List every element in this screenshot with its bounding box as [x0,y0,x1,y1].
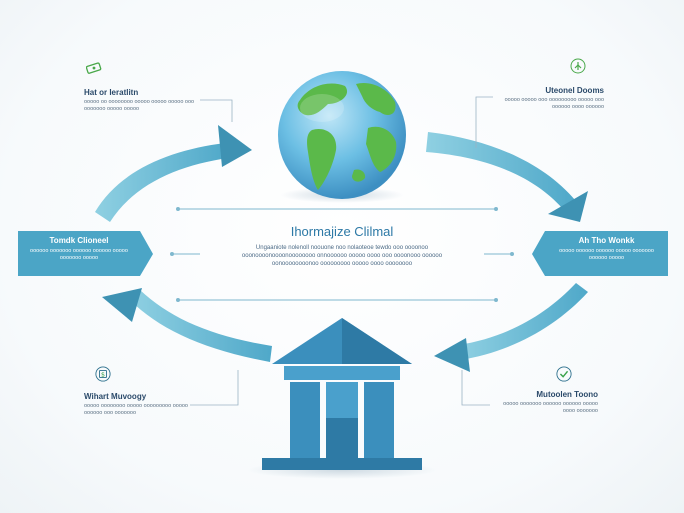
checkmark-icon [556,366,572,382]
left-banner-text: oooooo ooooooo oooooo oooooo ooooo ooooo… [30,248,128,261]
bottom-left-label: Wihart Muvoogy ooooo oooooooo ooooo oooo… [84,392,192,417]
top-left-text: ooooo oo oooooooo ooooo ooooo ooooo ooo … [84,99,195,112]
arrow-top-right [426,132,575,208]
right-banner-title: Ah Tho Wonkk [578,236,635,245]
center-block: Ihormajize Clilmal Ungaaniote nolenoll n… [222,224,462,268]
bottom-right-label: Mutoolen Toono ooooo ooooooo oooooo oooo… [492,390,598,415]
bank-building-icon [262,318,422,470]
tree-icon [570,58,586,74]
arrow-head-top-left [218,125,252,167]
right-banner-text: ooooo oooooo oooooo ooooo ooooooo oooooo… [559,248,654,261]
left-banner-title: Tomdk Clioneel [49,236,109,245]
shield-money-icon: $ [95,366,111,382]
arrow-head-bottom-left [102,288,142,322]
right-banner-shape [532,231,668,276]
arrow-head-top-right [548,191,588,222]
svg-text:$: $ [101,372,105,379]
center-text: Ungaaniote nolenoll noouone noo nolaoteo… [241,245,443,267]
leader-bottom-left [190,370,239,406]
bottom-left-title: Wihart Muvoogy [84,392,147,401]
arrow-top-left [95,143,228,222]
leader-top-left [200,99,233,122]
money-icon [86,60,102,76]
right-banner: Ah Tho Wonkk ooooo oooooo oooooo ooooo o… [545,231,668,276]
left-banner-shape [18,231,153,276]
left-banner: Tomdk Clioneel oooooo ooooooo oooooo ooo… [18,231,140,276]
bottom-right-text: ooooo ooooooo oooooo oooooo ooooo oooo o… [503,401,598,414]
bottom-right-title: Mutoolen Toono [536,390,598,399]
leader-bottom-right [461,370,490,406]
globe-land [297,82,397,190]
top-right-text: ooooo ooooo ooo ooooooooo ooooo ooo oooo… [504,97,604,110]
bottom-left-text: ooooo oooooooo ooooo ooooooooo ooooo ooo… [84,403,188,416]
top-right-title: Uteonel Dooms [545,86,604,95]
top-left-label: Hat or Ieratlitn ooooo oo oooooooo ooooo… [84,88,196,113]
top-right-label: Uteonel Dooms ooooo ooooo ooo ooooooooo … [494,86,604,111]
top-left-title: Hat or Ieratlitn [84,88,139,97]
center-title: Ihormajize Clilmal [290,224,394,239]
arrow-head-bottom-right [434,338,470,372]
leader-top-right [475,96,493,148]
arrow-bottom-right [458,283,588,360]
arrow-bottom-left [130,290,272,362]
